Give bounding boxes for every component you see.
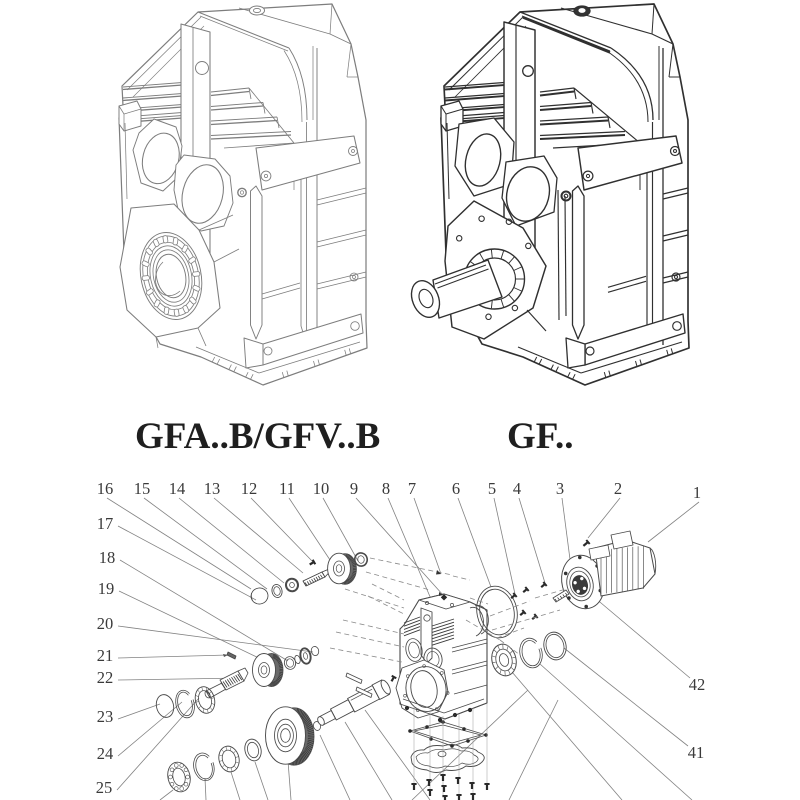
svg-text:4: 4: [513, 479, 521, 498]
svg-text:6: 6: [452, 479, 460, 498]
svg-text:42: 42: [689, 675, 706, 694]
svg-text:14: 14: [169, 479, 186, 498]
svg-text:16: 16: [97, 479, 114, 498]
svg-text:7: 7: [408, 479, 416, 498]
svg-text:24: 24: [97, 744, 114, 763]
svg-text:1: 1: [693, 483, 701, 502]
svg-text:17: 17: [97, 514, 114, 533]
svg-text:41: 41: [688, 743, 705, 762]
svg-text:3: 3: [556, 479, 564, 498]
svg-text:9: 9: [350, 479, 358, 498]
svg-text:2: 2: [614, 479, 622, 498]
svg-text:18: 18: [99, 548, 116, 567]
svg-text:11: 11: [279, 479, 295, 498]
svg-text:10: 10: [313, 479, 330, 498]
svg-text:12: 12: [241, 479, 258, 498]
svg-text:21: 21: [97, 646, 114, 665]
svg-text:5: 5: [488, 479, 496, 498]
svg-text:8: 8: [382, 479, 390, 498]
svg-text:25: 25: [96, 778, 113, 797]
svg-text:13: 13: [204, 479, 221, 498]
svg-text:GF..: GF..: [507, 416, 573, 457]
svg-text:15: 15: [134, 479, 151, 498]
svg-text:23: 23: [97, 707, 114, 726]
svg-text:20: 20: [97, 614, 114, 633]
svg-text:22: 22: [97, 668, 114, 687]
svg-text:GFA..B/GFV..B: GFA..B/GFV..B: [135, 416, 380, 457]
svg-text:19: 19: [98, 579, 115, 598]
